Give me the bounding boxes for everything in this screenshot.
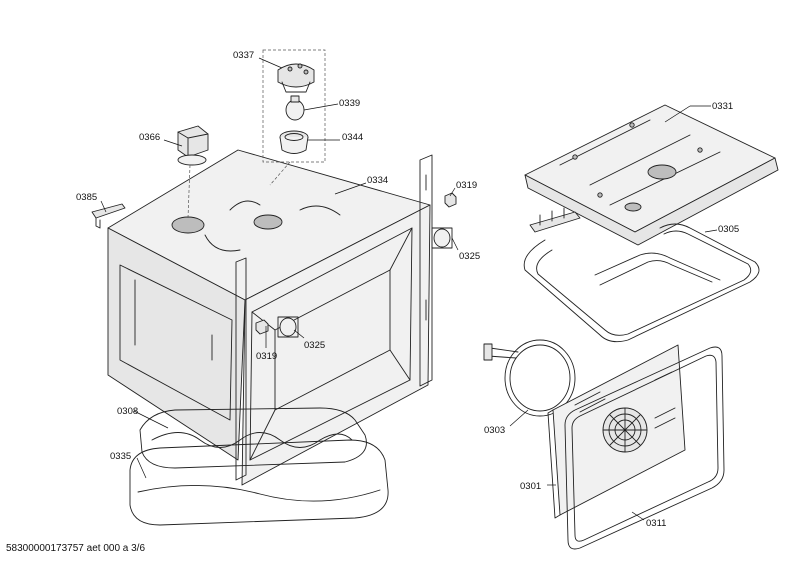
oven-cavity-0334: [107, 149, 433, 486]
lamp-bulb-0339: [285, 95, 305, 121]
bushing-0319-front: [255, 319, 269, 335]
callout-0344: 0344: [342, 132, 363, 143]
callout-0339: 0339: [339, 98, 360, 109]
callout-0319-front: 0319: [256, 351, 277, 362]
door-gasket-0311: [564, 346, 725, 550]
callout-0337: 0337: [233, 50, 254, 61]
top-cover-0331: [524, 104, 779, 246]
callout-0335: 0335: [110, 451, 131, 462]
motor-0366: [177, 125, 209, 219]
callout-0334: 0334: [367, 175, 388, 186]
callout-0331: 0331: [712, 101, 733, 112]
lamp-holder-0337: [277, 63, 315, 93]
callout-0366: 0366: [139, 132, 160, 143]
callout-0308: 0308: [117, 406, 138, 417]
lamp-cover-0344: [279, 130, 309, 154]
fan-cover-0301: [547, 344, 686, 519]
plug-0325-front: [277, 316, 299, 338]
callout-labels: 0337 0339 0344 0366 0385 0334 0319 0325 …: [76, 50, 739, 529]
insulation-0335: [129, 439, 389, 526]
callout-0325-right: 0325: [459, 251, 480, 262]
drawing-id-footer: 58300000173757 aet 000 a 3/6: [6, 543, 146, 554]
grill-element-0305: [523, 207, 760, 343]
callout-0303: 0303: [484, 425, 505, 436]
ring-heater-0303: [483, 339, 576, 417]
callout-0301: 0301: [520, 481, 541, 492]
callout-0305: 0305: [718, 224, 739, 235]
door-seal-0308: [139, 407, 367, 469]
callout-0325-front: 0325: [304, 340, 325, 351]
plug-0325-right: [431, 227, 453, 249]
callout-0385: 0385: [76, 192, 97, 203]
leader-lines: [100, 57, 718, 521]
bracket-0385: [91, 203, 126, 229]
callout-0311: 0311: [646, 518, 666, 529]
callout-0319-right: 0319: [456, 180, 477, 191]
